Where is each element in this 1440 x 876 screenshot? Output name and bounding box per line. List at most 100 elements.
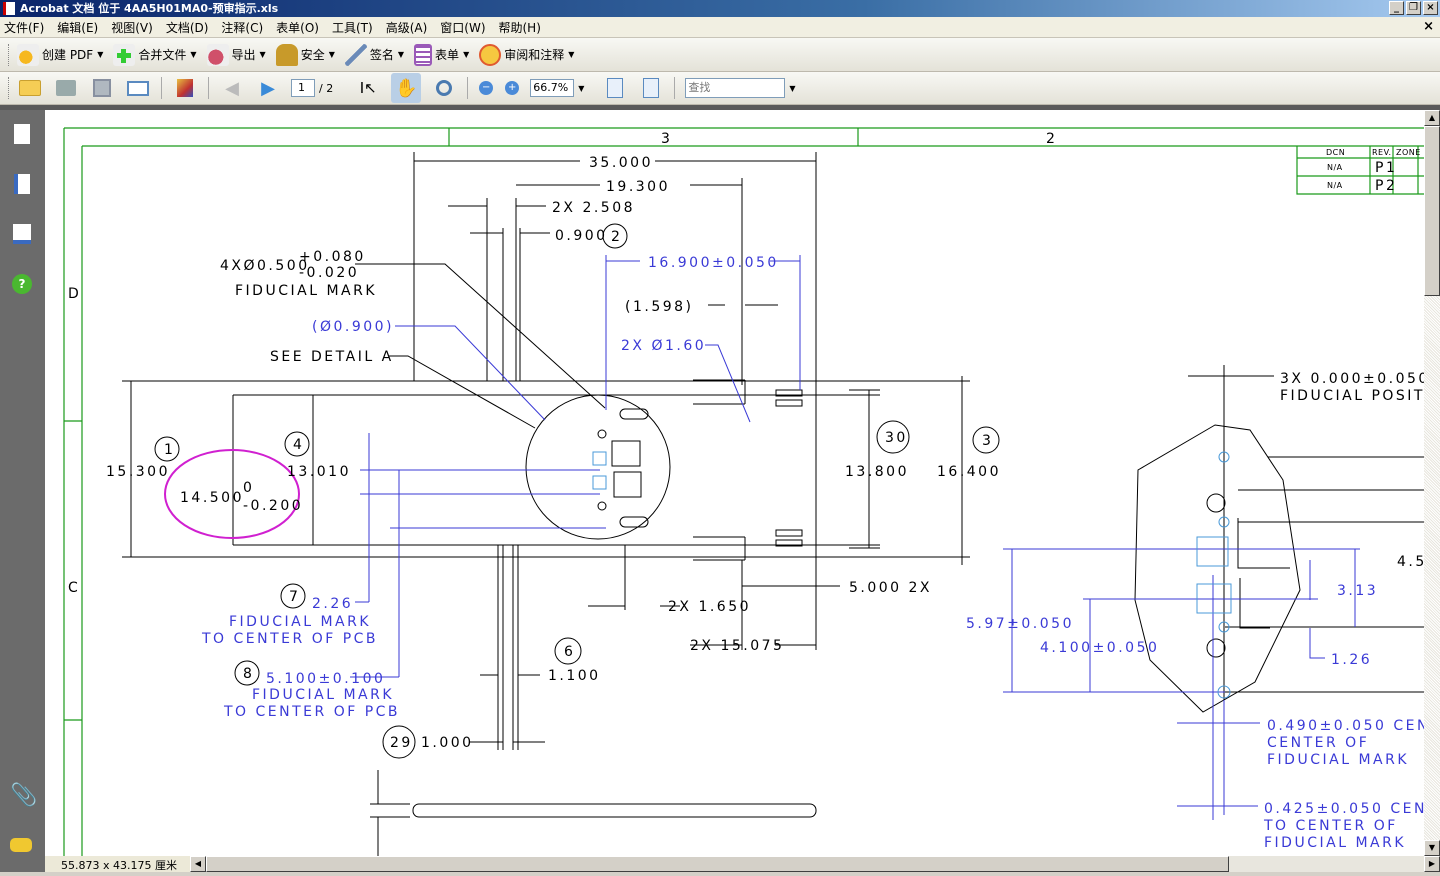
open-button[interactable] bbox=[17, 75, 43, 101]
comment-icon bbox=[479, 43, 502, 66]
vertical-scroll-thumb[interactable] bbox=[1424, 126, 1440, 296]
engineering-drawing: 3 2 D C DCN REV. ZONE N/A P1 N/A P2 bbox=[63, 127, 1424, 856]
svg-text:+0.080: +0.080 bbox=[299, 249, 366, 265]
select-tool-button[interactable]: I↖ bbox=[355, 75, 381, 101]
svg-text:P1: P1 bbox=[1375, 160, 1397, 176]
svg-text:FIDUCIAL POSITIC: FIDUCIAL POSITIC bbox=[1280, 388, 1424, 404]
svg-text:FIDUCIAL MARK: FIDUCIAL MARK bbox=[252, 687, 394, 703]
menu-window[interactable]: 窗口(W) bbox=[440, 20, 486, 35]
menu-file[interactable]: 文件(F) bbox=[4, 20, 45, 35]
menu-bar: 文件(F) 编辑(E) 视图(V) 文档(D) 注释(C) 表单(O) 工具(T… bbox=[0, 17, 1440, 38]
svg-text:FIDUCIAL MARK: FIDUCIAL MARK bbox=[1264, 835, 1406, 851]
svg-text:30: 30 bbox=[885, 430, 908, 446]
toolbar-grip[interactable] bbox=[8, 77, 11, 99]
page-number-input[interactable]: 1 bbox=[291, 79, 315, 97]
hand-tool-button[interactable]: ✋ bbox=[391, 73, 422, 103]
export-button[interactable]: 导出▼ bbox=[206, 43, 266, 66]
signatures-button[interactable] bbox=[10, 222, 34, 246]
svg-text:FIDUCIAL MARK: FIDUCIAL MARK bbox=[1267, 752, 1409, 768]
zoom-level-input[interactable]: 66.7% bbox=[530, 79, 575, 97]
properties-icon bbox=[177, 79, 193, 97]
signature-icon bbox=[13, 224, 31, 244]
svg-text:TO CENTER OF PCB: TO CENTER OF PCB bbox=[201, 631, 378, 647]
document-close-button[interactable]: × bbox=[1423, 19, 1434, 34]
menu-help[interactable]: 帮助(H) bbox=[498, 20, 541, 35]
menu-document[interactable]: 文档(D) bbox=[165, 20, 209, 35]
document-view[interactable]: 3 2 D C DCN REV. ZONE N/A P1 N/A P2 bbox=[45, 110, 1424, 856]
fit-width-button[interactable] bbox=[602, 75, 628, 101]
menu-view[interactable]: 视图(V) bbox=[111, 20, 153, 35]
pages-button[interactable] bbox=[10, 122, 34, 146]
menu-comments[interactable]: 注释(C) bbox=[221, 20, 264, 35]
scroll-left-button[interactable]: ◀ bbox=[190, 856, 206, 872]
pages-icon bbox=[14, 124, 30, 144]
sign-button[interactable]: 签名▼ bbox=[344, 43, 405, 66]
fit-page-button[interactable] bbox=[638, 75, 664, 101]
bookmarks-button[interactable] bbox=[10, 172, 34, 196]
svg-text:TO CENTER OF: TO CENTER OF bbox=[1263, 818, 1398, 834]
secure-button[interactable]: 安全▼ bbox=[275, 43, 335, 66]
blue-dimension-labels: 16.900±0.050 (Ø0.900) 2X Ø1.60 2.26 FIDU… bbox=[201, 255, 1424, 851]
folder-icon bbox=[19, 80, 41, 96]
svg-text:CENTER OF: CENTER OF bbox=[1267, 735, 1369, 751]
horizontal-scrollbar[interactable]: ◀ ▶ bbox=[190, 856, 1440, 872]
close-button[interactable]: × bbox=[1423, 1, 1438, 15]
svg-text:3X 0.000±0.050: 3X 0.000±0.050 bbox=[1280, 371, 1424, 387]
svg-text:TO CENTER OF PCB: TO CENTER OF PCB bbox=[223, 704, 400, 720]
document-properties-button[interactable] bbox=[172, 75, 198, 101]
form-icon bbox=[414, 43, 433, 66]
svg-text:DCN: DCN bbox=[1326, 148, 1345, 157]
save-button[interactable] bbox=[89, 75, 115, 101]
create-pdf-button[interactable]: 创建 PDF▼ bbox=[17, 43, 103, 66]
svg-text:16.900±0.050: 16.900±0.050 bbox=[648, 255, 779, 271]
highlight-ellipse bbox=[164, 449, 300, 539]
svg-text:14.500: 14.500 bbox=[180, 490, 244, 506]
forms-button[interactable]: 表单▼ bbox=[414, 43, 469, 66]
chevron-down-icon: ▼ bbox=[397, 50, 405, 59]
balloons bbox=[154, 223, 1000, 759]
scroll-right-button[interactable]: ▶ bbox=[1424, 856, 1440, 872]
svg-text:4.5: 4.5 bbox=[1397, 554, 1424, 570]
marquee-zoom-button[interactable] bbox=[431, 75, 457, 101]
svg-text:8: 8 bbox=[243, 666, 254, 682]
previous-page-button[interactable]: ◀ bbox=[219, 75, 245, 101]
minimize-button[interactable]: _ bbox=[1389, 1, 1404, 15]
svg-text:1.100: 1.100 bbox=[548, 668, 601, 684]
horizontal-scroll-thumb[interactable] bbox=[206, 856, 1229, 872]
svg-text:2X 2.508: 2X 2.508 bbox=[552, 200, 635, 216]
scroll-up-button[interactable]: ▲ bbox=[1424, 110, 1440, 126]
email-button[interactable] bbox=[125, 75, 151, 101]
menu-advanced[interactable]: 高级(A) bbox=[385, 20, 428, 35]
zoom-dropdown-icon[interactable]: ▼ bbox=[578, 83, 585, 93]
restore-button[interactable]: ❐ bbox=[1406, 1, 1421, 15]
help-button[interactable]: ? bbox=[10, 272, 34, 296]
scroll-down-button[interactable]: ▼ bbox=[1424, 840, 1440, 856]
svg-text:0.490±0.050 CENTE: 0.490±0.050 CENTE bbox=[1267, 718, 1424, 734]
find-input[interactable]: 查找 bbox=[685, 78, 786, 98]
menu-tools[interactable]: 工具(T) bbox=[331, 20, 373, 35]
vertical-scrollbar[interactable]: ▲ ▼ bbox=[1424, 110, 1440, 856]
menu-edit[interactable]: 编辑(E) bbox=[57, 20, 99, 35]
arrow-left-icon: ◀ bbox=[225, 77, 239, 99]
svg-text:2X Ø1.60: 2X Ø1.60 bbox=[621, 338, 706, 354]
next-page-button[interactable]: ▶ bbox=[255, 75, 281, 101]
fit-width-icon bbox=[607, 78, 624, 98]
zoom-out-button[interactable]: − bbox=[478, 75, 494, 101]
svg-text:0: 0 bbox=[243, 480, 254, 496]
svg-text:13.800: 13.800 bbox=[845, 464, 909, 480]
attachments-button[interactable]: 📎 bbox=[10, 783, 37, 808]
zoom-in-button[interactable]: + bbox=[504, 75, 520, 101]
svg-text:ZONE: ZONE bbox=[1396, 148, 1421, 157]
menu-forms[interactable]: 表单(O) bbox=[276, 20, 319, 35]
export-icon bbox=[206, 43, 229, 66]
comments-button[interactable] bbox=[10, 833, 34, 857]
svg-text:2: 2 bbox=[611, 229, 622, 245]
comments-icon bbox=[10, 838, 32, 852]
print-button[interactable] bbox=[53, 75, 79, 101]
find-dropdown-icon[interactable]: ▼ bbox=[789, 83, 796, 93]
svg-text:-0.020: -0.020 bbox=[299, 265, 359, 281]
title-block: DCN REV. ZONE N/A P1 N/A P2 bbox=[1326, 148, 1421, 194]
toolbar-grip[interactable] bbox=[8, 43, 11, 66]
combine-files-button[interactable]: 合并文件▼ bbox=[113, 43, 197, 66]
review-comment-button[interactable]: 审阅和注释▼ bbox=[479, 43, 574, 66]
